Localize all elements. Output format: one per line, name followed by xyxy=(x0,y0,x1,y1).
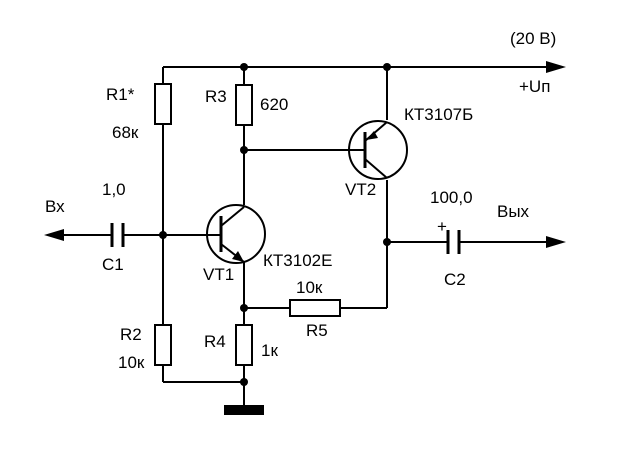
vt2-collector-lead xyxy=(364,158,388,179)
c1-value-label: 1,0 xyxy=(102,180,126,199)
r4-value-label: 1к xyxy=(261,341,278,360)
supply-arrow-icon xyxy=(546,61,566,73)
r3-value-label: 620 xyxy=(260,95,288,114)
supply-voltage-label: (20 В) xyxy=(510,29,556,48)
r5-ref-label: R5 xyxy=(306,321,328,340)
vt1-emitter-arrow-icon xyxy=(232,251,244,262)
ground-icon xyxy=(224,405,264,415)
input-label: Вх xyxy=(45,197,65,216)
capacitor-c1 xyxy=(110,223,125,247)
resistor-r2 xyxy=(154,324,172,366)
junction-dot xyxy=(383,238,391,246)
vt1-body xyxy=(206,204,266,264)
junction-dot xyxy=(159,231,167,239)
output-label: Вых xyxy=(497,202,530,221)
transistor-vt2 xyxy=(348,120,408,180)
junction-dot xyxy=(383,63,391,71)
vt1-ref-label: VT1 xyxy=(203,265,234,284)
resistor-r4 xyxy=(235,324,253,366)
r1-value-label: 68к xyxy=(112,123,139,142)
vt2-body xyxy=(348,120,408,180)
resistor-r3 xyxy=(235,84,253,126)
resistor-r1 xyxy=(154,83,172,125)
resistor-r5 xyxy=(289,299,341,317)
wires xyxy=(60,66,548,405)
r2-ref-label: R2 xyxy=(120,325,142,344)
vt1-part-label: КТ3102Е xyxy=(263,251,332,270)
vt2-emitter-arrow-icon xyxy=(366,131,378,140)
r4-ref-label: R4 xyxy=(204,332,226,351)
r3-ref-label: R3 xyxy=(205,87,227,106)
capacitor-c2 xyxy=(446,230,461,254)
vt1-collector-lead xyxy=(220,206,245,227)
r2-value-label: 10к xyxy=(118,353,145,372)
r1-ref-label: R1* xyxy=(106,85,135,104)
c2-polarity-label: + xyxy=(437,217,447,236)
output-arrow-icon xyxy=(546,236,566,248)
junction-dot xyxy=(240,378,248,386)
transistor-vt1 xyxy=(206,204,266,264)
r5-value-label: 10к xyxy=(296,278,323,297)
junction-dot xyxy=(240,63,248,71)
junction-dot xyxy=(240,304,248,312)
c2-value-label: 100,0 xyxy=(430,188,473,207)
input-arrow-icon xyxy=(44,229,64,241)
supply-rail-label: +Uп xyxy=(519,77,550,96)
vt2-part-label: КТ3107Б xyxy=(404,105,473,124)
junctions xyxy=(159,63,391,386)
vt2-ref-label: VT2 xyxy=(345,180,376,199)
junction-dot xyxy=(240,146,248,154)
c1-ref-label: C1 xyxy=(102,255,124,274)
c2-ref-label: C2 xyxy=(444,270,466,289)
